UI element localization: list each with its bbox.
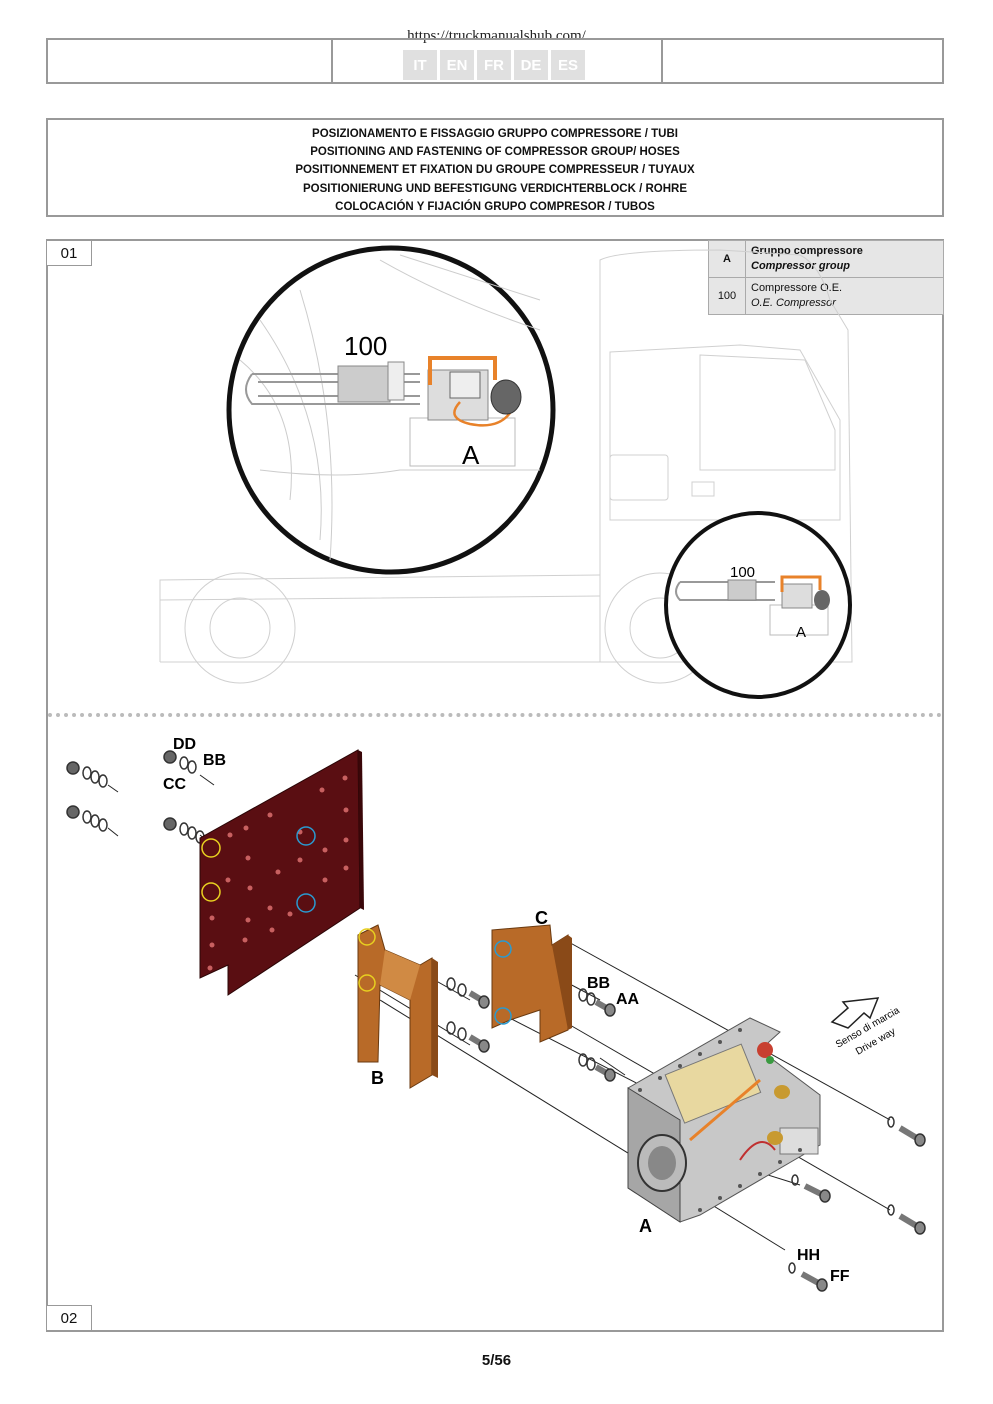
section-label-01: 01 xyxy=(46,240,92,266)
bracket-c xyxy=(491,924,572,1043)
lang-it[interactable]: IT xyxy=(403,50,437,80)
legend-value: Gruppo compressore Compressor group xyxy=(745,240,944,278)
callout-label-100: 100 xyxy=(344,331,387,361)
lang-es[interactable]: ES xyxy=(551,50,585,80)
part-label-ff: FF xyxy=(830,1268,850,1285)
page-title: POSIZIONAMENTO E FISSAGGIO GRUPPO COMPRE… xyxy=(46,118,944,217)
compressor-group-a xyxy=(627,1017,821,1223)
figure-frame xyxy=(46,239,944,1332)
title-line-it: POSIZIONAMENTO E FISSAGGIO GRUPPO COMPRE… xyxy=(312,128,678,140)
language-selector: IT EN FR DE ES xyxy=(403,50,588,80)
callout-label-a: A xyxy=(462,440,480,470)
bolt-set-b xyxy=(446,977,490,1053)
bracket-b xyxy=(357,924,438,1089)
title-line-en: POSITIONING AND FASTENING OF COMPRESSOR … xyxy=(310,146,680,159)
legend-row-100: 100 Compressore O.E. O.E. Compressor xyxy=(708,277,944,315)
legend-label-en: Compressor group xyxy=(751,260,851,272)
drive-direction-arrow-icon xyxy=(830,997,880,1029)
header-cell-middle xyxy=(333,40,663,82)
header-strip xyxy=(46,38,944,84)
part-label-hh: HH xyxy=(797,1247,820,1264)
part-label-c: C xyxy=(535,908,548,928)
legend-value: Compressore O.E. O.E. Compressor xyxy=(745,277,944,315)
section-label-02: 02 xyxy=(46,1305,92,1331)
nut-washer-set xyxy=(66,805,108,832)
part-label-a: A xyxy=(639,1216,652,1236)
large-detail-callout: 100 A xyxy=(226,245,556,575)
lang-fr[interactable]: FR xyxy=(477,50,511,80)
mounting-plate xyxy=(199,749,364,996)
legend-label-en: O.E. Compressor xyxy=(751,297,836,309)
title-line-es: COLOCACIÓN Y FIJACIÓN GRUPO COMPRESOR / … xyxy=(335,200,655,213)
part-label-b: B xyxy=(371,1068,384,1088)
lang-de[interactable]: DE xyxy=(514,50,548,80)
fasteners xyxy=(66,750,926,1292)
section-divider xyxy=(48,713,942,717)
bolt-set-c xyxy=(578,988,616,1082)
part-label-bb: BB xyxy=(587,975,610,992)
part-labels: DD BB CC C BB AA B A HH FF xyxy=(163,736,850,1285)
legend-key: 100 xyxy=(708,277,746,315)
nut-washer-set xyxy=(163,750,197,774)
part-label-dd: DD xyxy=(173,736,196,753)
part-label-bb: BB xyxy=(203,752,226,769)
legend-key: A xyxy=(708,240,746,278)
page-number: 5/56 xyxy=(481,1352,512,1369)
small-callout-label-a: A xyxy=(796,624,806,641)
source-url[interactable]: https://truckmanualshub.com/ xyxy=(407,28,586,44)
nut-washer-set xyxy=(66,761,108,788)
legend-table: A Gruppo compressore Compressor group 10… xyxy=(708,240,944,315)
header-cell-left xyxy=(48,40,333,82)
small-callout-label-100: 100 xyxy=(730,564,755,581)
title-line-fr: POSITIONNEMENT ET FIXATION DU GROUPE COM… xyxy=(295,164,695,177)
bolt-set-a xyxy=(788,1116,926,1292)
part-label-aa: AA xyxy=(616,991,640,1008)
legend-row-a: A Gruppo compressore Compressor group xyxy=(708,240,944,278)
title-line-de: POSITIONIERUNG UND BEFESTIGUNG VERDICHTE… xyxy=(303,182,687,195)
small-detail-callout: 100 A xyxy=(664,511,852,699)
lang-en[interactable]: EN xyxy=(440,50,474,80)
legend-label: Compressore O.E. xyxy=(751,282,843,294)
part-label-cc: CC xyxy=(163,776,187,793)
nut-washer-set xyxy=(163,817,205,844)
